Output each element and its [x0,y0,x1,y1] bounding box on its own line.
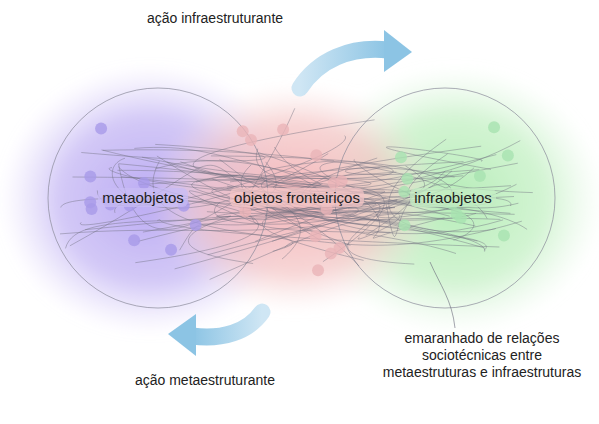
meta-objects-node: metaobjetos [98,188,188,207]
node-label: metaobjetos [98,188,188,207]
boundary-circles [48,88,555,308]
tangle-lines [60,108,533,279]
tangle-dots [84,121,514,276]
infrastructuring-arrow [300,30,412,88]
tangle-caption: emaranhado de relações sociotécnicas ent… [382,330,582,380]
node-label: objetos fronteiriços [230,188,364,207]
leader-line [430,262,455,328]
boundary-objects-node: objetos fronteiriços [230,188,364,207]
colour-fields [0,65,599,335]
infra-objects-node: infraobjetos [410,188,496,207]
node-label: infraobjetos [410,188,496,207]
action-label: ação metaestruturante [130,372,280,389]
metastructuring-arrow [168,312,262,356]
action-label: ação infraestruturante [140,10,290,27]
